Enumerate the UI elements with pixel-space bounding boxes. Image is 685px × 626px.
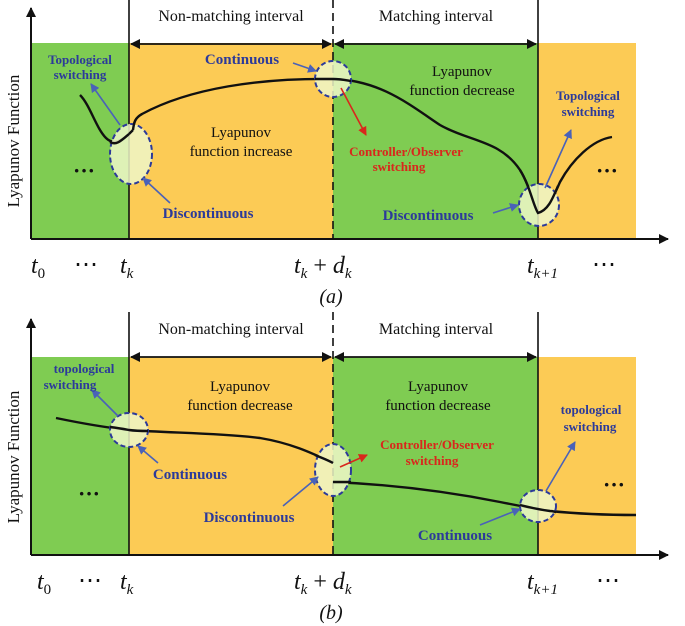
- panel-a-header-matching: Matching interval: [379, 8, 494, 25]
- panel-b-tick-t0: t0: [37, 569, 51, 598]
- panel-b-tick-tk: tk: [120, 569, 134, 598]
- panel-b-region-orange-nonmatching: [129, 357, 333, 555]
- panel-a-right-discontinuous-label: Discontinuous: [383, 208, 474, 224]
- panel-a-continuous-arrow: [292, 62, 317, 73]
- panel-b-controller-label-2: switching: [406, 453, 459, 468]
- panel-b-center-discontinuity-circle: [314, 443, 352, 497]
- panel-a-tick-tkdk: tk+dk: [294, 253, 352, 282]
- panel-a-left-switch-label-1: Topological: [48, 52, 112, 67]
- panel-b-right-continuity-circle: [519, 489, 557, 523]
- panel-a-green-text-2: function decrease: [409, 83, 515, 99]
- panel-b-orange-text-2: function decrease: [187, 398, 293, 414]
- panel-b-right-switch-label-1: topological: [561, 402, 622, 417]
- panel-b-right-continuous-arrow: [479, 507, 521, 526]
- panel-a-caption: (a): [319, 286, 343, 308]
- panel-b-discontinuous-label: Discontinuous: [204, 510, 295, 526]
- panel-a-left-switch-arrow: [90, 83, 121, 126]
- panel-a-tick-tk1: tk+1: [527, 253, 558, 282]
- panel-b-right-switch-arrow: [545, 441, 576, 492]
- panel-b-left-switch-label-2: switching: [44, 377, 97, 392]
- panel-a-jump-segment: [128, 129, 134, 135]
- panel-b-orange-text-1: Lyapunov: [210, 379, 270, 395]
- panel-b-left-continuous-label: Continuous: [153, 467, 227, 483]
- panel-b-tick-dots-left: ⋯: [78, 568, 102, 594]
- panel-a-tick-t0: t0: [31, 253, 45, 282]
- panel-a-left-dots: ···: [73, 158, 95, 183]
- panel-a-left-switch-label-2: switching: [54, 67, 107, 82]
- panel-b-discontinuous-arrow: [282, 476, 319, 507]
- panel-b-left-switch-label-1: topological: [54, 361, 115, 376]
- panel-a-curve-overlay: [109, 77, 560, 215]
- panel-a-green-text-1: Lyapunov: [432, 64, 492, 80]
- panel-b-caption: (b): [319, 602, 343, 624]
- panel-a-left-discontinuous-label: Discontinuous: [163, 206, 254, 222]
- panel-a-tick-tk: tk: [120, 253, 134, 282]
- panel-a-continuous-label: Continuous: [205, 52, 279, 68]
- panel-a-left-discontinuous-arrow: [142, 177, 171, 204]
- panel-a-controller-label-1: Controller/Observer: [349, 144, 463, 159]
- panel-a-region-orange-nonmatching: [129, 43, 333, 239]
- panel-a-orange-text-2: function increase: [190, 144, 293, 160]
- panel-b-right-dots: ···: [603, 472, 625, 497]
- panel-b-region-orange-right: [538, 357, 636, 555]
- panel-a-right-discontinuity-circle: [518, 183, 560, 227]
- panel-b-left-switch-arrow: [91, 389, 119, 417]
- panel-a-header-nonmatching: Non-matching interval: [158, 8, 304, 25]
- panel-b: Non-matching interval Matching interval …: [26, 312, 669, 624]
- panel-a: Non-matching interval Matching interval …: [26, 0, 669, 308]
- panel-a-y-axis-label: Lyapunov Function: [4, 74, 23, 207]
- panel-b-header-matching: Matching interval: [379, 321, 494, 338]
- panel-b-green-text-1: Lyapunov: [408, 379, 468, 395]
- panel-a-right-discontinuous-arrow: [492, 203, 519, 214]
- panel-b-right-switch-label-2: switching: [564, 419, 617, 434]
- panel-b-curve-overlay: [109, 425, 557, 514]
- panel-b-green-text-2: function decrease: [385, 398, 491, 414]
- panel-a-tick-dots-left: ⋯: [74, 252, 98, 278]
- panel-b-controller-arrow: [339, 454, 368, 468]
- panel-b-tick-tk1: tk+1: [527, 569, 558, 598]
- panel-a-region-green-matching: [333, 43, 538, 239]
- panel-b-right-continuous-label: Continuous: [418, 528, 492, 544]
- panel-a-tick-dots-right: ⋯: [592, 252, 616, 278]
- panel-a-orange-text-1: Lyapunov: [211, 125, 271, 141]
- panel-a-right-switch-label-1: Topological: [556, 88, 620, 103]
- panel-a-right-dots: ···: [596, 158, 618, 183]
- panel-b-region-green-left: [31, 357, 129, 555]
- panel-a-left-discontinuity-circle: [109, 123, 153, 185]
- panel-a-controller-arrow: [340, 87, 367, 136]
- panel-a-right-switch-label-2: switching: [562, 104, 615, 119]
- panel-b-controller-label-1: Controller/Observer: [380, 437, 494, 452]
- panel-b-tick-dots-right: ⋯: [596, 568, 620, 594]
- panel-b-lyapunov-curve: [55, 416, 637, 517]
- panel-b-y-axis-label: Lyapunov Function: [4, 390, 23, 523]
- panel-b-left-dots: ···: [78, 481, 100, 506]
- panel-a-controller-label-2: switching: [373, 159, 426, 174]
- panel-b-left-continuous-arrow: [137, 445, 159, 464]
- panel-a-right-switch-arrow: [544, 129, 572, 189]
- panel-b-tick-tkdk: tk+dk: [294, 569, 352, 598]
- panel-b-header-nonmatching: Non-matching interval: [158, 321, 304, 338]
